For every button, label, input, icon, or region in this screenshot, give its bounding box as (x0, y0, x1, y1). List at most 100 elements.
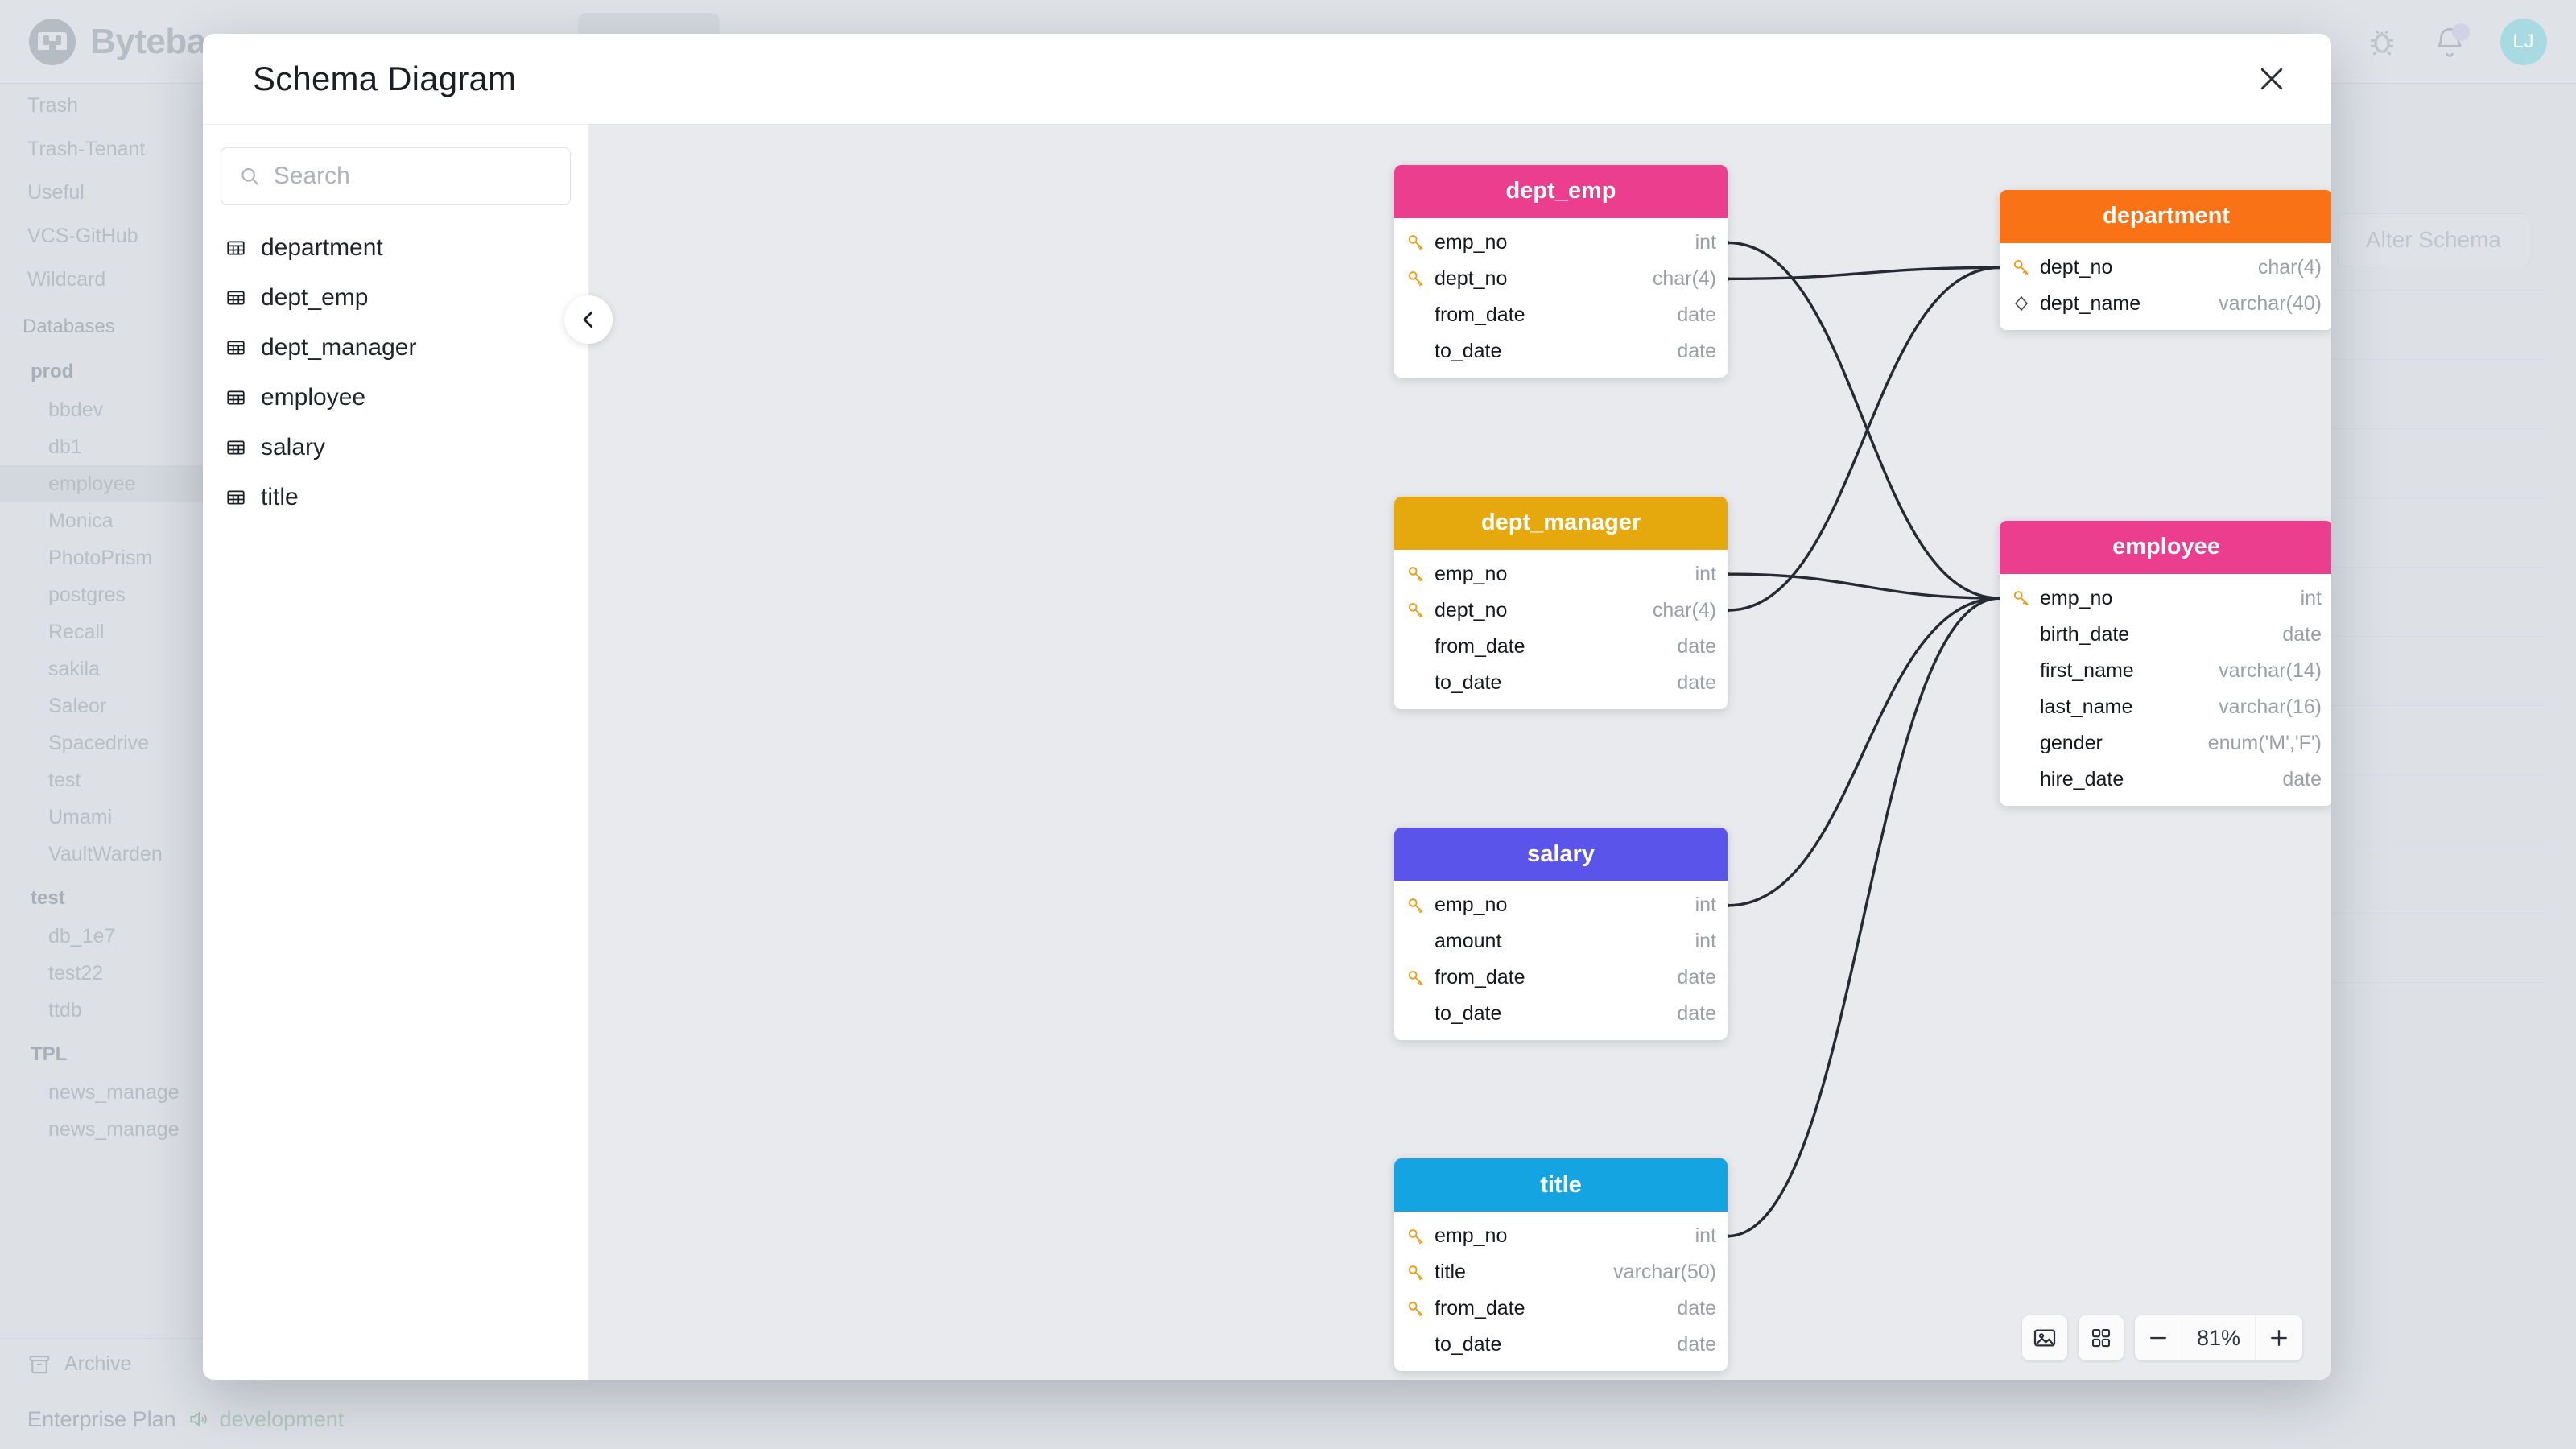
column-row[interactable]: dept_no char(4) (1394, 592, 1728, 629)
table-node-title[interactable]: title emp_no int title varchar(50) (1394, 1158, 1728, 1372)
column-type: date (1677, 966, 1716, 989)
sidebar-item-Recall[interactable]: Recall (48, 621, 105, 643)
column-name: emp_no (1435, 562, 1508, 585)
column-row[interactable]: gender enum('M','F') (2000, 725, 2331, 762)
table-node-dept_emp[interactable]: dept_emp emp_no int dept_no char(4) (1394, 164, 1728, 378)
column-row[interactable]: last_name varchar(16) (2000, 689, 2331, 725)
column-row[interactable]: emp_no int (1394, 887, 1728, 923)
sidebar-item-Monica[interactable]: Monica (48, 510, 114, 532)
column-row[interactable]: emp_no int (1394, 556, 1728, 592)
column-row[interactable]: emp_no int (1394, 225, 1728, 261)
column-name: last_name (2040, 695, 2133, 718)
sidebar-item-sakila[interactable]: sakila (48, 658, 100, 680)
table-list-item-dept_emp[interactable]: dept_emp (203, 273, 588, 323)
sidebar-item-test22[interactable]: test22 (48, 962, 104, 985)
column-row[interactable]: emp_no int (2000, 580, 2331, 617)
table-node-dept_manager[interactable]: dept_manager emp_no int dept_no char(4) (1394, 496, 1728, 709)
sidebar-nav-item[interactable]: Wildcard (27, 268, 106, 291)
column-row[interactable]: title varchar(50) (1394, 1254, 1728, 1290)
sidebar-item-employee[interactable]: employee (0, 465, 208, 502)
zoom-in-button[interactable] (2256, 1315, 2302, 1360)
table-node-department[interactable]: department dept_no char(4) dept_name var… (2000, 189, 2331, 330)
bug-icon[interactable] (2365, 25, 2399, 59)
column-row[interactable]: hire_date date (2000, 762, 2331, 798)
search-box[interactable] (221, 147, 571, 205)
table-node-header: dept_emp (1394, 164, 1728, 218)
column-row[interactable]: dept_name varchar(40) (2000, 286, 2331, 322)
sidebar-item-db1[interactable]: db1 (48, 436, 82, 458)
sidebar-item-news_manage[interactable]: news_manage (48, 1081, 180, 1104)
column-name: emp_no (1435, 230, 1508, 254)
table-list-item-employee[interactable]: employee (203, 373, 588, 423)
column-type: int (1695, 230, 1716, 254)
table-list-item-salary[interactable]: salary (203, 423, 588, 473)
column-row[interactable]: from_date date (1394, 1290, 1728, 1327)
column-row[interactable]: emp_no int (1394, 1218, 1728, 1254)
table-node-columns: emp_no int birth_date date first_name va… (2000, 573, 2331, 806)
search-input[interactable] (273, 163, 552, 190)
column-name: from_date (1435, 634, 1525, 658)
column-row[interactable]: to_date date (1394, 333, 1728, 369)
sidebar-item-Spacedrive[interactable]: Spacedrive (48, 732, 150, 754)
column-row[interactable]: to_date date (1394, 1327, 1728, 1363)
sidebar-item-ttdb[interactable]: ttdb (48, 999, 82, 1022)
column-row[interactable]: amount int (1394, 923, 1728, 960)
table-icon (225, 287, 246, 308)
sidebar-item-VaultWarden[interactable]: VaultWarden (48, 843, 163, 865)
table-node-columns: emp_no int amount int from_date date (1394, 881, 1728, 1041)
table-node-columns: emp_no int dept_no char(4) from_date dat… (1394, 217, 1728, 378)
table-list-item-title[interactable]: title (203, 473, 588, 522)
diagram-canvas[interactable]: dept_emp emp_no int dept_no char(4) (589, 124, 2331, 1380)
export-image-button[interactable] (2022, 1315, 2067, 1360)
close-icon[interactable] (2251, 58, 2293, 100)
plus-icon (2271, 1330, 2287, 1346)
sidebar-item-Saleor[interactable]: Saleor (48, 695, 107, 717)
column-row[interactable]: dept_no char(4) (2000, 250, 2331, 286)
sidebar-nav-item[interactable]: Useful (27, 181, 85, 204)
column-row[interactable]: first_name varchar(14) (2000, 653, 2331, 689)
sidebar-nav-item[interactable]: Trash-Tenant (27, 138, 146, 160)
chevron-left-icon (583, 311, 593, 328)
table-node-header: title (1394, 1158, 1728, 1212)
sidebar-item-PhotoPrism[interactable]: PhotoPrism (48, 547, 153, 569)
column-row[interactable]: from_date date (1394, 629, 1728, 665)
column-row[interactable]: to_date date (1394, 996, 1728, 1032)
search-icon (242, 168, 259, 186)
sidebar-item-archive[interactable]: Archive (0, 1338, 208, 1389)
column-name: to_date (1435, 339, 1502, 362)
table-list-item-label: salary (261, 434, 326, 460)
sidebar-item-Umami[interactable]: Umami (48, 806, 113, 828)
alter-schema-button[interactable]: Alter Schema (2337, 213, 2529, 266)
table-list-item-department[interactable]: department (203, 223, 588, 273)
column-row[interactable]: from_date date (1394, 960, 1728, 996)
sidebar-nav-item[interactable]: VCS-GitHub (27, 225, 138, 247)
zoom-control-group: 81% (2135, 1315, 2302, 1360)
avatar[interactable]: LJ (2500, 18, 2547, 65)
column-row[interactable]: to_date date (1394, 665, 1728, 701)
table-node-employee[interactable]: employee emp_no int birth_date date (2000, 520, 2331, 806)
sidebar-item-bbdev[interactable]: bbdev (48, 398, 104, 421)
table-list: department dept_emp dept_manager (203, 212, 588, 522)
sidebar-item-test[interactable]: test (48, 769, 81, 791)
table-node-salary[interactable]: salary emp_no int amount int (1394, 828, 1728, 1041)
bell-icon[interactable] (2433, 23, 2470, 59)
sidebar-item-db_1e7[interactable]: db_1e7 (48, 925, 116, 947)
column-row[interactable]: dept_no char(4) (1394, 261, 1728, 297)
column-name: birth_date (2040, 622, 2130, 646)
table-list-item-dept_manager[interactable]: dept_manager (203, 323, 588, 373)
zoom-out-button[interactable] (2135, 1315, 2182, 1360)
sidebar-item-postgres[interactable]: postgres (48, 584, 126, 606)
column-name: hire_date (2040, 767, 2124, 791)
column-row[interactable]: from_date date (1394, 297, 1728, 333)
sidebar-nav-item[interactable]: Trash (27, 94, 78, 117)
table-node-header: salary (1394, 828, 1728, 881)
zoom-level-label: 81% (2182, 1315, 2256, 1360)
auto-layout-button[interactable] (2079, 1315, 2124, 1360)
column-row[interactable]: birth_date date (2000, 617, 2331, 653)
sidebar-item-news_manage[interactable]: news_manage (48, 1118, 180, 1141)
key-icon (2011, 257, 2032, 278)
column-name: emp_no (2040, 586, 2113, 609)
collapse-panel-button[interactable] (564, 295, 613, 344)
